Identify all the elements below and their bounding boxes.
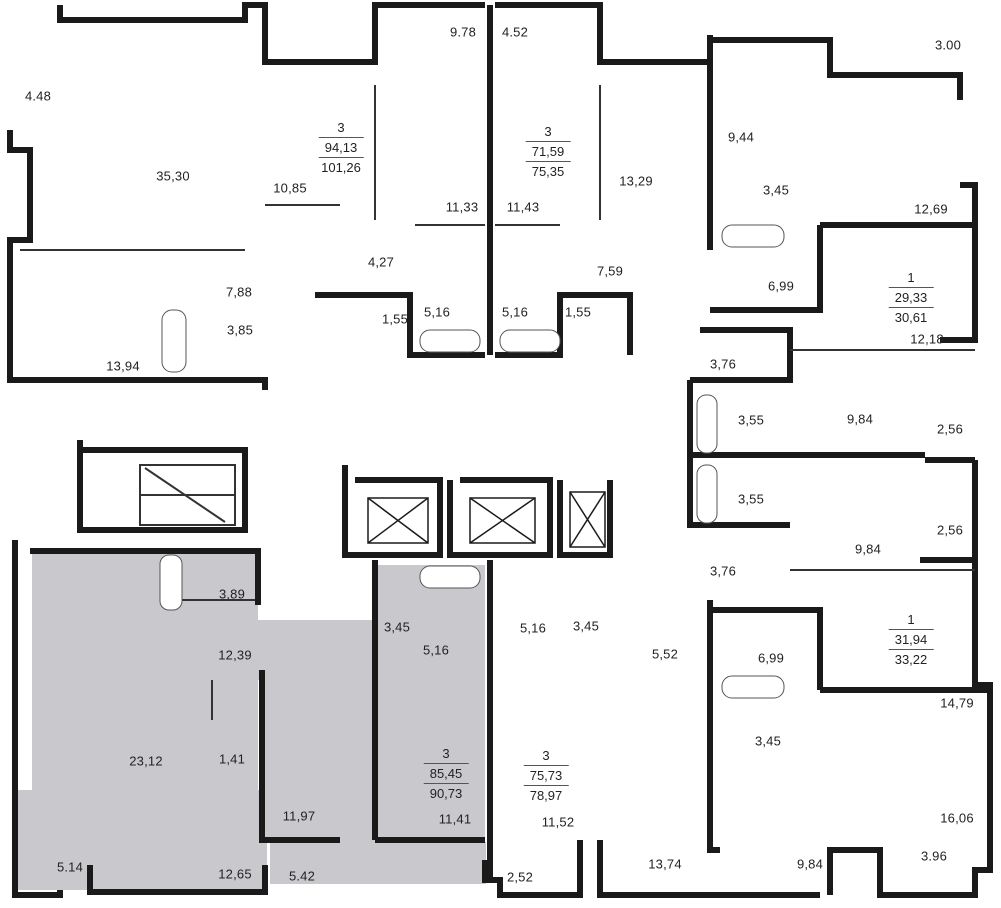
room-area: 2,56 bbox=[936, 522, 964, 538]
apartment-summary[interactable]: 3 71,59 75,35 bbox=[525, 122, 571, 181]
apartment-living-area: 94,13 bbox=[318, 137, 364, 158]
apartment-summary[interactable]: 1 31,94 33,22 bbox=[888, 610, 934, 669]
room-area: 4.52 bbox=[501, 24, 529, 40]
apartment-total-area: 78,97 bbox=[529, 788, 563, 803]
elevators bbox=[367, 491, 606, 548]
room-area: 5.14 bbox=[56, 859, 84, 875]
apartment-living-area: 85,45 bbox=[423, 763, 469, 784]
room-area: 2,56 bbox=[936, 421, 964, 437]
room-area: 4,27 bbox=[367, 254, 395, 270]
apartment-total-area: 75,35 bbox=[531, 164, 565, 179]
room-area: 13,94 bbox=[106, 358, 140, 374]
room-area: 9,84 bbox=[854, 541, 882, 557]
room-area: 5,16 bbox=[501, 304, 529, 320]
room-area: 5.42 bbox=[288, 868, 316, 884]
room-area: 3,89 bbox=[218, 586, 246, 602]
room-area: 3.96 bbox=[920, 848, 948, 864]
apartment-living-area: 75,73 bbox=[523, 765, 569, 786]
room-area: 6,99 bbox=[767, 278, 795, 294]
room-area: 13,74 bbox=[648, 856, 682, 872]
room-area: 3,76 bbox=[709, 356, 737, 372]
apartment-total-area: 101,26 bbox=[321, 160, 361, 175]
room-area: 11,97 bbox=[282, 808, 316, 824]
apartment-summary[interactable]: 1 29,33 30,61 bbox=[888, 268, 934, 327]
apartment-rooms: 3 bbox=[544, 124, 552, 139]
room-area: 9.78 bbox=[449, 24, 477, 40]
room-area: 3,45 bbox=[383, 619, 411, 635]
room-area: 12,18 bbox=[910, 331, 944, 347]
room-area: 4.48 bbox=[24, 88, 52, 104]
room-area: 3,45 bbox=[572, 618, 600, 634]
room-area: 2,52 bbox=[506, 869, 534, 885]
highlighted-apartment[interactable] bbox=[15, 551, 486, 890]
apartment-living-area: 71,59 bbox=[525, 141, 571, 162]
room-area: 11,52 bbox=[541, 814, 575, 830]
room-area: 10,85 bbox=[273, 180, 307, 196]
room-area: 3,55 bbox=[737, 491, 765, 507]
room-area: 12,39 bbox=[218, 647, 252, 663]
room-area: 23,12 bbox=[129, 753, 163, 769]
apartment-rooms: 1 bbox=[907, 270, 915, 285]
apartment-summary-highlighted[interactable]: 3 85,45 90,73 bbox=[423, 744, 469, 803]
room-area: 3.00 bbox=[934, 37, 962, 53]
room-area: 1,41 bbox=[218, 751, 246, 767]
room-area: 16,06 bbox=[940, 810, 974, 826]
apartment-rooms: 1 bbox=[907, 612, 915, 627]
room-area: 11,33 bbox=[445, 199, 479, 215]
room-area: 3,55 bbox=[737, 412, 765, 428]
apartment-living-area: 31,94 bbox=[888, 629, 934, 650]
apartment-summary[interactable]: 3 94,13 101,26 bbox=[318, 118, 364, 177]
room-area: 9,84 bbox=[796, 856, 824, 872]
room-area: 1,55 bbox=[564, 304, 592, 320]
room-area: 7,88 bbox=[225, 284, 253, 300]
room-area: 5,52 bbox=[651, 646, 679, 662]
room-area: 3,85 bbox=[226, 322, 254, 338]
room-area: 13,29 bbox=[619, 173, 653, 189]
room-area: 3,45 bbox=[762, 182, 790, 198]
room-area: 1,55 bbox=[381, 311, 409, 327]
room-area: 12,65 bbox=[218, 866, 252, 882]
room-area: 7,59 bbox=[596, 263, 624, 279]
apartment-rooms: 3 bbox=[542, 748, 550, 763]
apartment-total-area: 90,73 bbox=[429, 786, 463, 801]
room-area: 5,16 bbox=[422, 642, 450, 658]
room-area: 6,99 bbox=[757, 650, 785, 666]
apartment-living-area: 29,33 bbox=[888, 287, 934, 308]
thin-walls bbox=[20, 85, 975, 720]
room-area: 12,69 bbox=[914, 201, 948, 217]
room-area: 9,44 bbox=[727, 129, 755, 145]
room-area: 9,84 bbox=[846, 411, 874, 427]
room-area: 11,41 bbox=[438, 811, 472, 827]
apartment-summary[interactable]: 3 75,73 78,97 bbox=[523, 746, 569, 805]
walls bbox=[7, 2, 993, 898]
room-area: 3,45 bbox=[754, 733, 782, 749]
apartment-total-area: 30,61 bbox=[894, 310, 928, 325]
apartment-rooms: 3 bbox=[337, 120, 345, 135]
room-area: 35,30 bbox=[156, 168, 190, 184]
room-area: 14,79 bbox=[940, 695, 974, 711]
apartment-total-area: 33,22 bbox=[894, 652, 928, 667]
room-area: 5,16 bbox=[519, 620, 547, 636]
room-area: 3,76 bbox=[709, 563, 737, 579]
bathtubs bbox=[159, 224, 785, 699]
room-area: 5,16 bbox=[423, 304, 451, 320]
room-area: 11,43 bbox=[506, 199, 540, 215]
apartment-rooms: 3 bbox=[442, 746, 450, 761]
